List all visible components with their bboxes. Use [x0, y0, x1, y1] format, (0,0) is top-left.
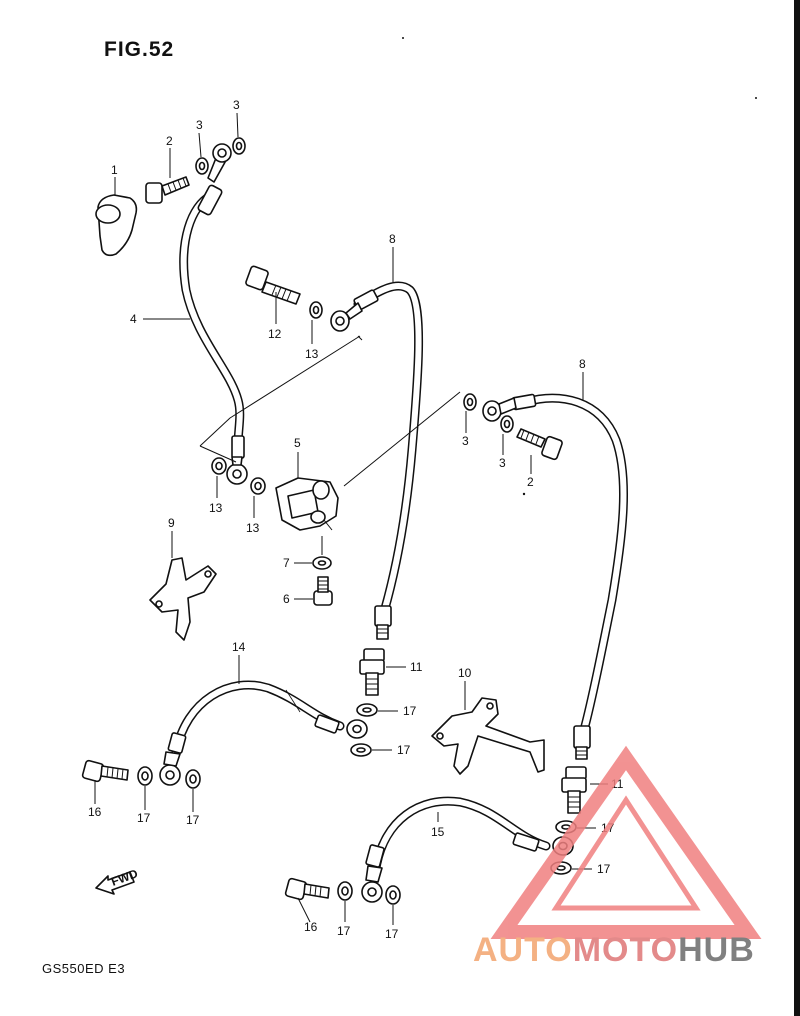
callout-11a: 11	[410, 660, 423, 674]
part-11-fitting-left	[359, 648, 385, 696]
part-8-hose-right	[482, 393, 629, 760]
part-2-bolt-right	[516, 428, 563, 461]
leader-3a	[198, 132, 202, 158]
callout-13a: 13	[305, 347, 319, 361]
callout-17b: 17	[186, 813, 200, 827]
figure-title: FIG.52	[104, 38, 175, 61]
callout-9: 9	[168, 516, 175, 530]
part-9-bracket	[149, 557, 217, 641]
watermark-auto: AUTO	[473, 931, 573, 969]
watermark-text: AUTOMOTOHUB	[473, 931, 755, 970]
leader-16b	[297, 897, 311, 923]
callout-8b: 8	[579, 357, 586, 371]
part-11-fitting-right	[561, 766, 587, 814]
callout-10: 10	[458, 666, 472, 680]
part-12-bolt	[245, 265, 301, 305]
callout-6: 6	[283, 592, 290, 606]
part-3-washers	[195, 137, 514, 433]
frame-border	[794, 0, 800, 1016]
leader-3b	[236, 112, 239, 138]
callout-7: 7	[283, 556, 290, 570]
part-7-washer	[312, 556, 332, 570]
dot-mark	[522, 492, 526, 496]
callout-5: 5	[294, 436, 301, 450]
callout-17a: 17	[137, 811, 151, 825]
part-8-hose-left	[330, 281, 424, 640]
callout-8a: 8	[389, 232, 396, 246]
callout-2a: 2	[166, 134, 173, 148]
watermark-hub: HUB	[678, 931, 755, 969]
part-5-joint	[275, 477, 339, 531]
watermark-triangle-logo	[490, 745, 762, 939]
callout-3a: 3	[196, 118, 203, 132]
dot-mark	[755, 97, 757, 99]
assembly-guide-lines	[199, 335, 461, 487]
callout-3b: 3	[233, 98, 240, 112]
part-6-bolt	[313, 576, 333, 606]
callout-12: 12	[268, 327, 282, 341]
part-16-bolts	[81, 759, 330, 901]
model-code: GS550ED E3	[42, 961, 126, 976]
callout-17g: 17	[337, 924, 351, 938]
callout-1: 1	[111, 163, 118, 177]
callout-4: 4	[130, 312, 137, 326]
part-10-bracket	[431, 697, 545, 775]
part-4-hose	[179, 143, 248, 485]
callout-17h: 17	[385, 927, 399, 941]
callout-17c: 17	[403, 704, 417, 718]
callout-13b: 13	[209, 501, 223, 515]
callout-3c: 3	[462, 434, 469, 448]
callout-3d: 3	[499, 456, 506, 470]
callout-16b: 16	[304, 920, 318, 934]
callout-17f: 17	[597, 862, 611, 876]
callout-14: 14	[232, 640, 246, 654]
callout-13c: 13	[246, 521, 260, 535]
callout-15: 15	[431, 825, 445, 839]
callout-2b: 2	[527, 475, 534, 489]
part-14-hose	[159, 680, 368, 786]
part-1-cap	[95, 194, 138, 257]
part-13-washers	[211, 301, 323, 495]
callout-17d: 17	[397, 743, 411, 757]
callout-16a: 16	[88, 805, 102, 819]
watermark-moto: MOTO	[572, 931, 679, 969]
part-2-bolt-top	[145, 176, 190, 204]
dot-mark	[402, 37, 404, 39]
fwd-arrow-icon	[95, 871, 135, 895]
